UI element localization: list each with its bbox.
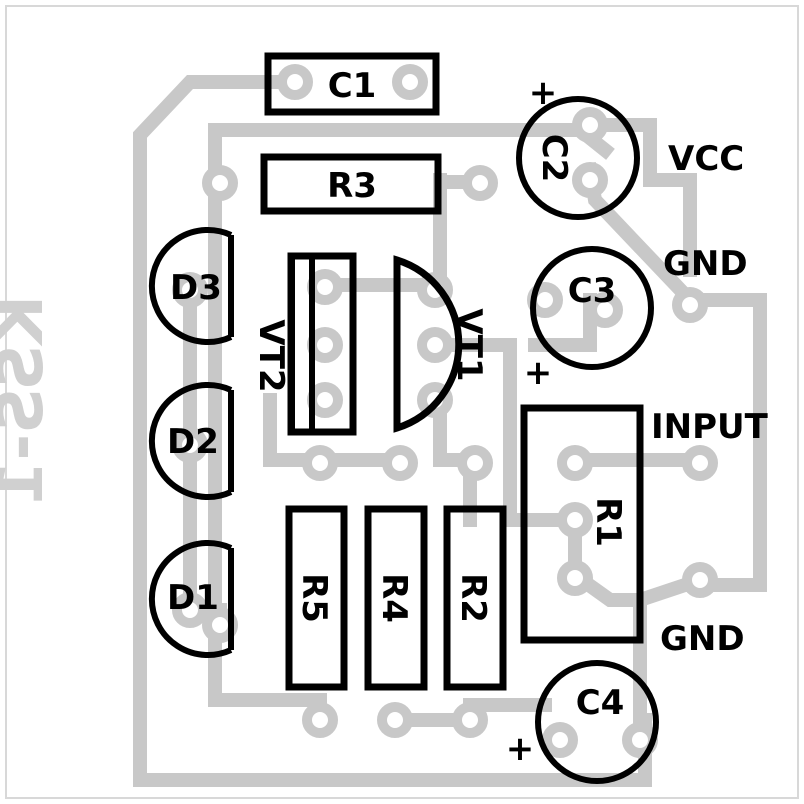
pad [302,445,338,481]
board-outline [5,5,799,799]
component-r2: R2 [443,505,507,691]
pad [462,165,498,201]
component-vt2: VT2 [251,252,357,436]
r1-label: R1 [588,497,628,547]
pad [572,107,608,143]
component-r4: R4 [364,505,428,691]
pad [557,502,593,538]
component-c2: C2 + [516,73,640,220]
pad [452,702,488,738]
c4-label: C4 [576,683,625,723]
gnd-top-label: GND [663,244,748,284]
pad [307,382,343,418]
component-d2: D2 [148,382,234,500]
pad [557,445,593,481]
component-c4: C4 + [506,660,659,784]
pad [682,445,718,481]
r2-label: R2 [453,573,493,623]
pad [392,64,428,100]
component-c1: C1 [264,52,440,116]
vt1-label: VT1 [449,308,489,381]
c3-polarity: + [524,353,553,393]
pad [382,445,418,481]
d2-label: D2 [167,422,219,462]
pad [307,327,343,363]
component-d1: D1 [148,540,234,658]
r3-label: R3 [327,166,377,206]
component-r1: R1 [520,404,644,644]
r5-label: R5 [294,573,334,623]
c1-label: C1 [328,66,377,106]
pad [377,702,413,738]
pad [307,269,343,305]
d3-label: D3 [170,268,222,308]
pad [682,562,718,598]
pad [457,445,493,481]
component-r3: R3 [260,153,442,215]
pad [587,292,623,328]
pad [302,702,338,738]
c3-label: C3 [568,271,617,311]
pad [557,560,593,596]
r4-label: R4 [374,573,414,623]
input-label: INPUT [651,407,769,447]
gnd-bottom-label: GND [660,619,745,659]
d1-label: D1 [167,578,219,618]
component-d3: D3 [148,227,234,345]
pad [572,162,608,198]
pad [277,64,313,100]
pad [172,272,208,308]
pad [202,165,238,201]
vcc-label: VCC [668,139,744,179]
pad [417,327,453,363]
c2-label: C2 [534,134,574,183]
pad [172,427,208,463]
pad [172,592,208,628]
component-r5: R5 [285,505,348,691]
pad [542,722,578,758]
vt2-label: VT2 [251,319,291,392]
c2-polarity: + [529,73,558,113]
mirrored-board-label: KSS-1 [0,295,58,505]
pad [672,287,708,323]
c4-polarity: + [506,729,535,769]
component-vt1: VT1 [393,255,489,433]
component-c3: C3 + [524,246,654,393]
